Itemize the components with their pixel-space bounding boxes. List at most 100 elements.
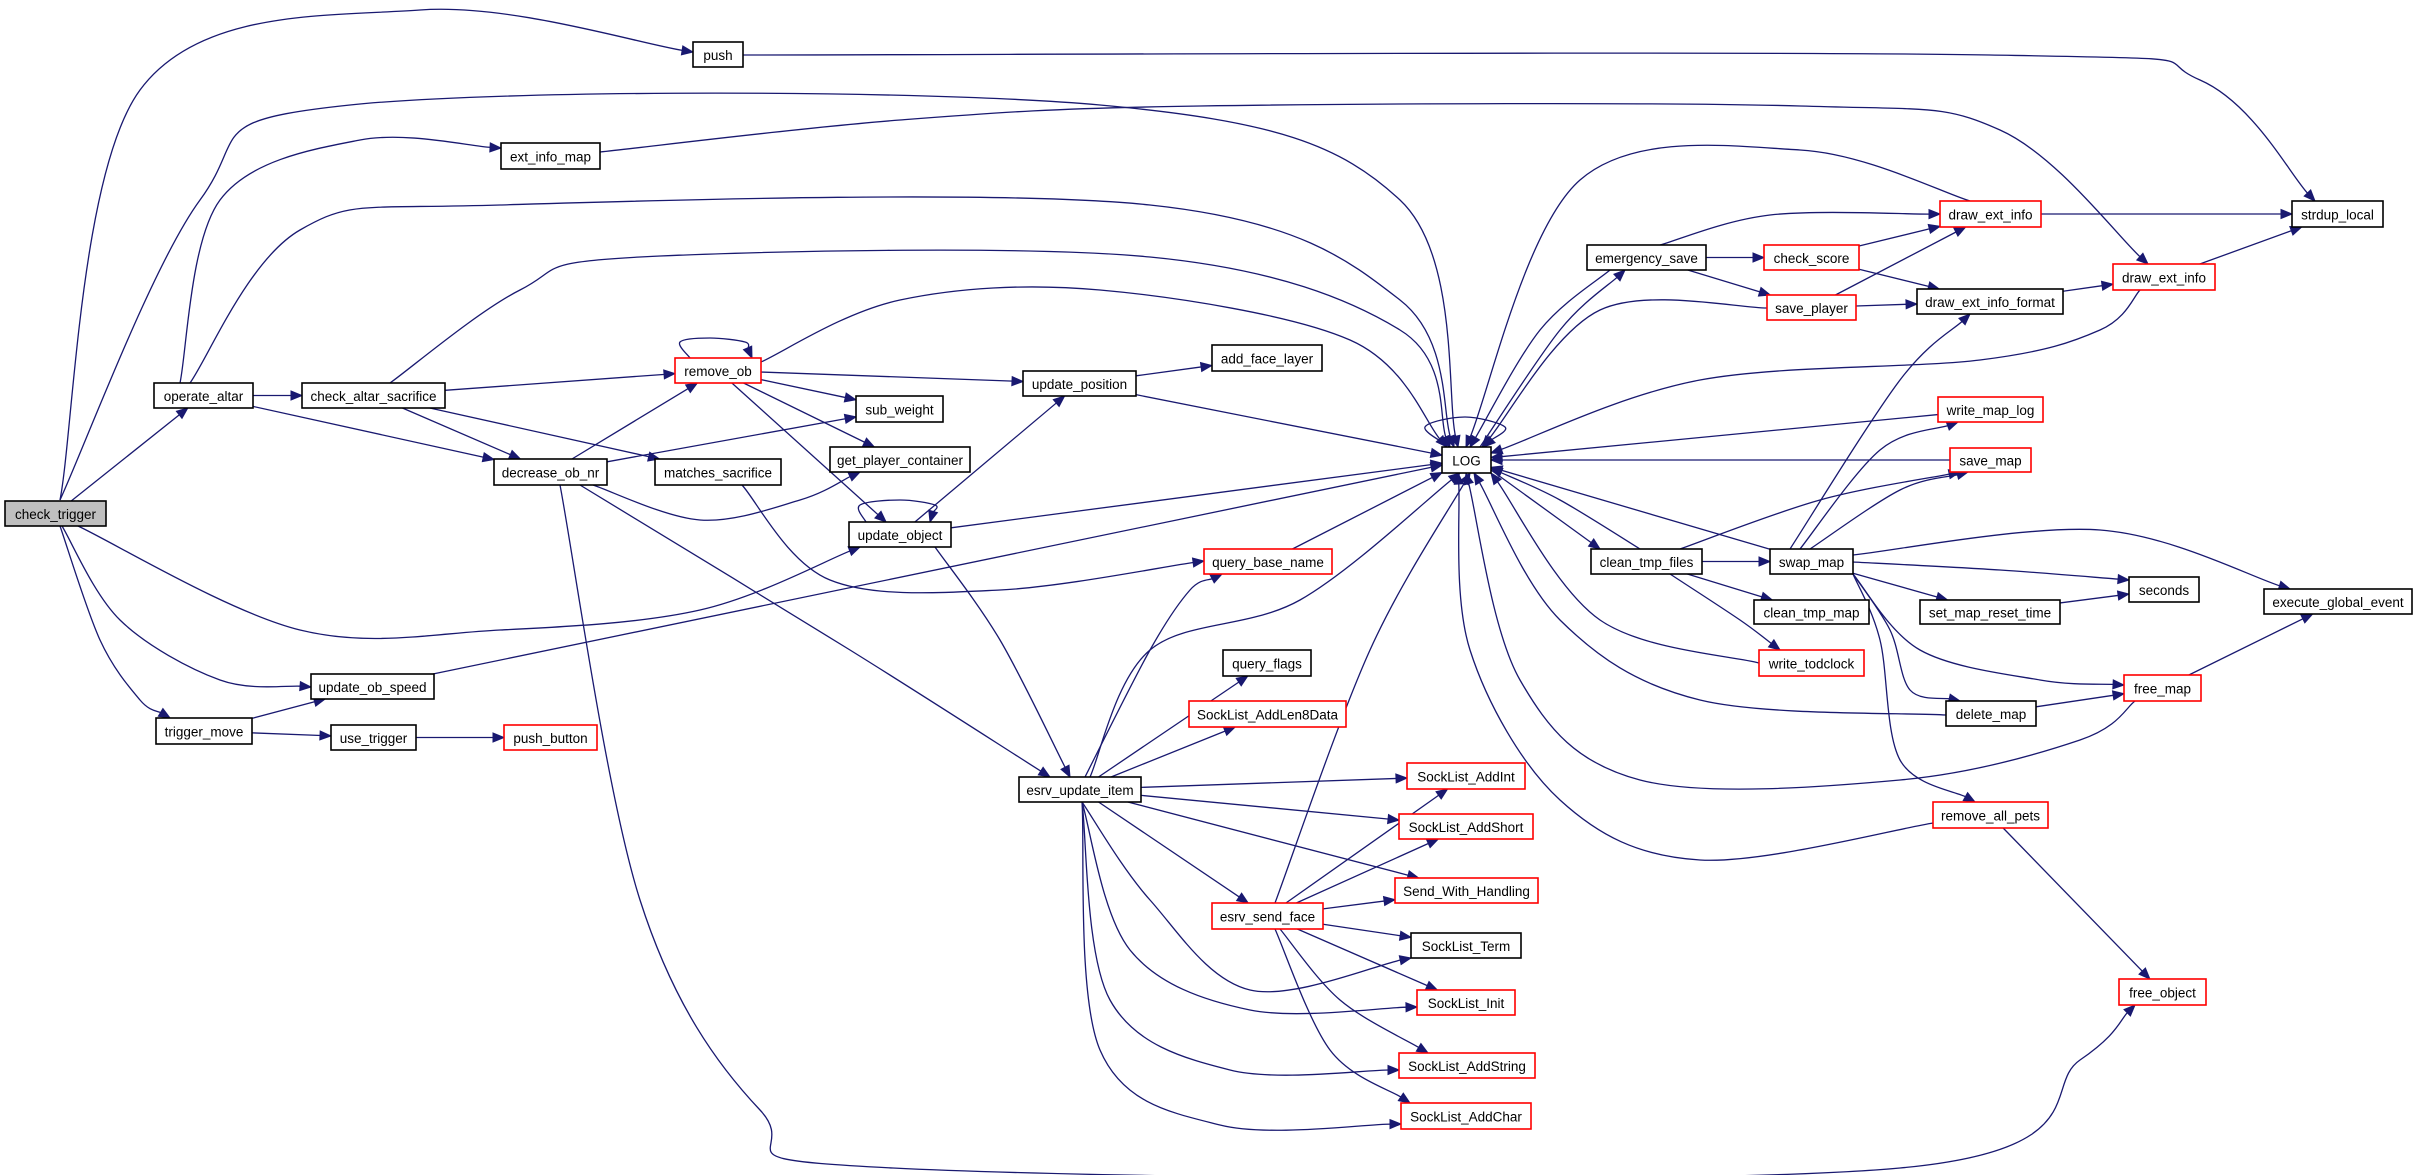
node-ext-info-map[interactable]: ext_info_map xyxy=(500,142,601,170)
edge-LOG-to-LOG xyxy=(1424,416,1507,448)
node-box xyxy=(855,395,944,423)
arrowhead-icon xyxy=(1481,434,1494,449)
edge-esrv_send_face-to-SockList_AddShort xyxy=(1296,842,1430,904)
node-label: SockList_AddShort xyxy=(1409,820,1524,835)
edge-check_trigger-to-trigger_move xyxy=(59,525,162,714)
node-label: decrease_ob_nr xyxy=(502,466,600,481)
arrowhead-icon xyxy=(489,142,503,153)
node-swap-map[interactable]: swap_map xyxy=(1769,548,1854,575)
node-socklist-addint[interactable]: SockList_AddInt xyxy=(1406,762,1526,790)
node-add-face-layer[interactable]: add_face_layer xyxy=(1211,344,1323,372)
edge-clean_tmp_files-to-save_map xyxy=(1679,473,1951,550)
node-draw-ext-info-format[interactable]: draw_ext_info_format xyxy=(1916,288,2064,315)
node-label: push_button xyxy=(513,731,587,746)
node-check-trigger[interactable]: check_trigger xyxy=(4,500,107,527)
edge-emergency_save-to-draw_ext_info_1 xyxy=(1659,211,1931,246)
node-use-trigger[interactable]: use_trigger xyxy=(330,724,417,751)
edge-delete_map-to-free_map xyxy=(2035,694,2115,708)
node-clean-tmp-files[interactable]: clean_tmp_files xyxy=(1590,548,1703,575)
node-delete-map[interactable]: delete_map xyxy=(1945,700,2037,727)
arrowhead-icon xyxy=(1463,471,1474,486)
arrowhead-icon xyxy=(1429,462,1444,473)
edge-operate_altar-to-decrease_ob_nr xyxy=(252,405,485,459)
node-socklist-init[interactable]: SockList_Init xyxy=(1416,989,1516,1016)
arrowhead-icon xyxy=(1209,573,1224,584)
arrowhead-icon xyxy=(928,509,939,524)
node-esrv-send-face[interactable]: esrv_send_face xyxy=(1211,902,1324,930)
node-update-object[interactable]: update_object xyxy=(848,521,952,548)
node-clean-tmp-map[interactable]: clean_tmp_map xyxy=(1753,599,1870,625)
node-label: execute_global_event xyxy=(2272,595,2404,610)
node-send-with-handling[interactable]: Send_With_Handling xyxy=(1394,877,1539,904)
node-query-base-name[interactable]: query_base_name xyxy=(1203,548,1333,575)
arrowhead-icon xyxy=(1429,447,1444,459)
node-remove-all-pets[interactable]: remove_all_pets xyxy=(1932,801,2049,829)
arrowhead-icon xyxy=(1424,980,1439,991)
node-push-button[interactable]: push_button xyxy=(503,724,598,751)
node-free-map[interactable]: free_map xyxy=(2123,674,2202,702)
node-remove-ob[interactable]: remove_ob xyxy=(674,357,762,384)
node-socklist-term[interactable]: SockList_Term xyxy=(1410,932,1522,959)
node-socklist-addchar[interactable]: SockList_AddChar xyxy=(1400,1102,1532,1130)
edge-check_altar_sacrifice-to-LOG xyxy=(389,249,1447,439)
node-save-map[interactable]: save_map xyxy=(1949,447,2032,473)
node-operate-altar[interactable]: operate_altar xyxy=(153,382,254,409)
node-socklist-addshort[interactable]: SockList_AddShort xyxy=(1398,813,1534,840)
node-draw-ext-info-1[interactable]: draw_ext_info xyxy=(1939,200,2042,228)
node-label: update_ob_speed xyxy=(318,680,426,695)
node-check-score[interactable]: check_score xyxy=(1763,244,1860,271)
node-matches-sacrifice[interactable]: matches_sacrifice xyxy=(654,458,782,486)
node-draw-ext-info-2[interactable]: draw_ext_info xyxy=(2112,263,2216,291)
node-seconds[interactable]: seconds xyxy=(2128,576,2200,603)
node-strdup-local[interactable]: strdup_local xyxy=(2291,200,2384,228)
node-log[interactable]: LOG xyxy=(1441,446,1492,474)
node-label: use_trigger xyxy=(340,731,408,746)
edge-free_map-to-execute_global_event xyxy=(2188,617,2304,676)
arrowhead-icon xyxy=(290,390,304,401)
edges-layer xyxy=(59,8,2316,1175)
arrowhead-icon xyxy=(680,45,695,56)
node-box xyxy=(1394,877,1539,904)
node-check-altar-sacrifice[interactable]: check_altar_sacrifice xyxy=(301,382,446,409)
node-socklist-addstring[interactable]: SockList_AddString xyxy=(1398,1052,1536,1079)
node-execute-global-event[interactable]: execute_global_event xyxy=(2263,588,2413,615)
node-box xyxy=(1932,801,2049,829)
arrowhead-icon xyxy=(2117,573,2131,585)
node-query-flags[interactable]: query_flags xyxy=(1222,649,1312,677)
arrowhead-icon xyxy=(1490,471,1503,486)
node-push[interactable]: push xyxy=(692,41,744,68)
node-sub-weight[interactable]: sub_weight xyxy=(855,395,944,423)
node-label: remove_all_pets xyxy=(1941,809,2040,824)
arrowhead-icon xyxy=(2111,690,2126,701)
arrowhead-icon xyxy=(1928,208,1942,220)
node-box xyxy=(2128,576,2200,603)
node-save-player[interactable]: save_player xyxy=(1766,294,1857,321)
node-box xyxy=(674,357,762,384)
edge-check_trigger-to-LOG xyxy=(59,92,1457,501)
node-get-player-container[interactable]: get_player_container xyxy=(829,446,971,473)
node-update-position[interactable]: update_position xyxy=(1022,370,1137,397)
edge-check_score-to-draw_ext_info_1 xyxy=(1858,228,1931,247)
node-set-map-reset-time[interactable]: set_map_reset_time xyxy=(1919,599,2061,625)
node-box xyxy=(2263,588,2413,615)
arrowhead-icon xyxy=(157,707,172,719)
arrowhead-icon xyxy=(1953,226,1967,237)
node-update-ob-speed[interactable]: update_ob_speed xyxy=(310,673,435,700)
node-emergency-save[interactable]: emergency_save xyxy=(1586,244,1707,271)
node-box xyxy=(848,521,952,548)
edge-esrv_update_item-to-query_base_name xyxy=(1084,577,1214,778)
node-box xyxy=(1018,776,1142,803)
arrowhead-icon xyxy=(1752,252,1766,263)
node-label: save_map xyxy=(1959,454,2021,469)
node-box xyxy=(1769,548,1854,575)
node-free-object[interactable]: free_object xyxy=(2118,978,2207,1006)
node-esrv-update-item[interactable]: esrv_update_item xyxy=(1018,776,1142,803)
node-trigger-move[interactable]: trigger_move xyxy=(155,717,253,745)
edge-LOG-to-emergency_save xyxy=(1479,276,1619,448)
node-socklist-addlen8data[interactable]: SockList_AddLen8Data xyxy=(1188,700,1347,728)
node-write-map-log[interactable]: write_map_log xyxy=(1937,396,2044,423)
node-label: SockList_AddInt xyxy=(1417,770,1515,785)
node-write-todclock[interactable]: write_todclock xyxy=(1758,649,1865,677)
edge-esrv_update_item-to-SockList_AddChar xyxy=(1081,801,1392,1131)
node-decrease-ob-nr[interactable]: decrease_ob_nr xyxy=(493,458,608,486)
